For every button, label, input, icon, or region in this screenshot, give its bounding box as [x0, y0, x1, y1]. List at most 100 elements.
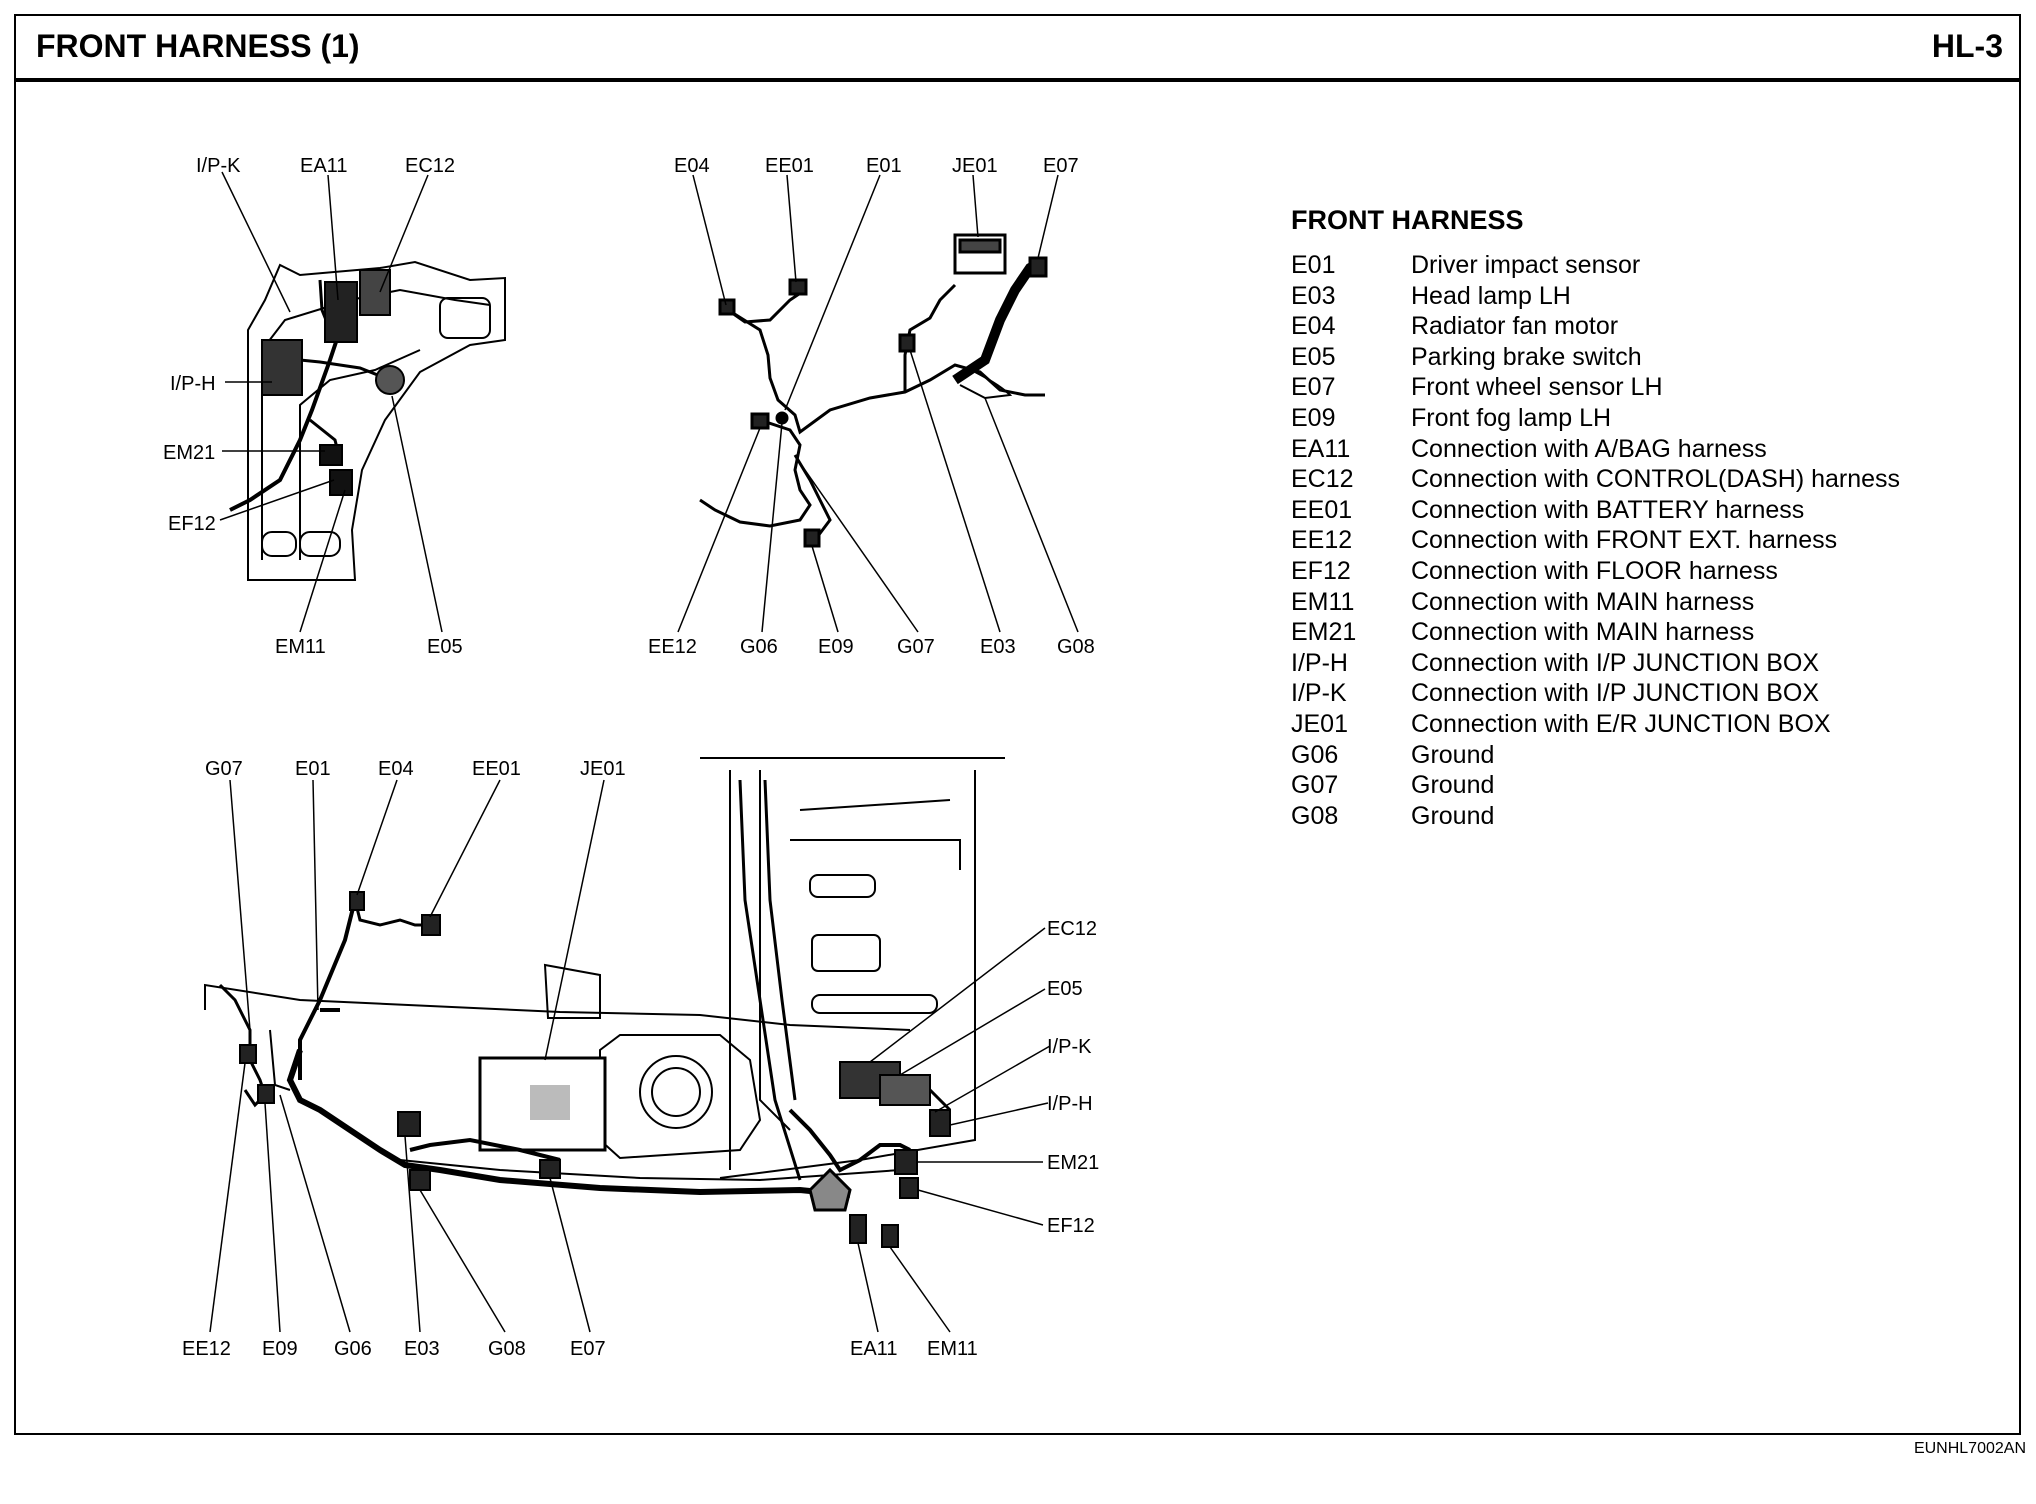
- label-je01: JE01: [952, 155, 998, 177]
- connector-em21-block: [319, 444, 343, 466]
- legend-description: Connection with MAIN harness: [1411, 618, 1755, 647]
- label-e04: E04: [674, 155, 710, 177]
- harness-3-upper: [298, 899, 357, 1080]
- diagram-1-labels: I/P-K EA11 EC12 I/P-H EM21 EF12 EM11 E05: [163, 155, 463, 658]
- connector-iph-block: [929, 1109, 951, 1137]
- connector-e07: [1028, 256, 1048, 278]
- legend-description: Connection with BATTERY harness: [1411, 495, 1805, 524]
- leader-e09: [264, 1102, 281, 1333]
- legend-row: I/P-H Connection with I/P JUNCTION BOX: [1291, 648, 1900, 679]
- dash-slot-2: [299, 531, 341, 557]
- label-e05: E05: [1047, 978, 1083, 1000]
- leader-em11: [299, 489, 346, 633]
- legend-row: EF12 Connection with FLOOR harness: [1291, 556, 1900, 587]
- connector-ea11-block: [324, 281, 358, 343]
- legend-description: Ground: [1411, 740, 1495, 769]
- legend-code: I/P-K: [1291, 679, 1347, 708]
- label-ee12: EE12: [648, 636, 697, 658]
- legend-code: I/P-H: [1291, 648, 1348, 677]
- legend-description: Connection with FLOOR harness: [1411, 556, 1778, 585]
- dash-panel-outline: [247, 260, 506, 581]
- je01-box-top: [958, 238, 1002, 254]
- connector-ec12-block: [359, 269, 391, 316]
- dash-panel-inner: [261, 288, 491, 560]
- legend-code: G08: [1291, 801, 1339, 830]
- connector-ipk-block: [879, 1074, 931, 1106]
- cowl-panel: [204, 983, 911, 1031]
- label-em21: EM21: [1047, 1152, 1099, 1174]
- legend-description: Connection with I/P JUNCTION BOX: [1411, 679, 1820, 708]
- legend-code: EF12: [1291, 556, 1351, 585]
- label-em11: EM11: [927, 1338, 978, 1360]
- legend-code: EM11: [1291, 587, 1355, 616]
- connector-ef12-block: [899, 1177, 919, 1199]
- label-je01: JE01: [580, 758, 626, 780]
- leader-ipk: [934, 1045, 1051, 1113]
- leader-e03: [909, 349, 1001, 633]
- harness-3-right: [788, 1108, 911, 1173]
- diagram-2-labels: E04 EE01 E01 JE01 E07 EE12 G06 E09 G07 E…: [648, 155, 1095, 658]
- legend-description: Front wheel sensor LH: [1411, 373, 1663, 402]
- cowl-panel-lower: [399, 1159, 901, 1182]
- connector-e03-block: [397, 1111, 421, 1137]
- legend-code: E05: [1291, 342, 1336, 371]
- label-g08: G08: [1057, 636, 1095, 658]
- legend-code: EA11: [1291, 434, 1351, 463]
- connector-e03: [898, 333, 916, 353]
- label-ipk: I/P-K: [196, 155, 241, 177]
- legend-code: G06: [1291, 740, 1339, 769]
- label-ee01: EE01: [472, 758, 521, 780]
- connector-ef12-block: [329, 469, 353, 496]
- leader-ee01: [429, 779, 501, 918]
- bracket-left: [269, 1029, 291, 1091]
- legend-code: EE01: [1291, 495, 1353, 524]
- leader-g06: [761, 422, 783, 633]
- connector-e09: [803, 528, 821, 548]
- leader-e04: [356, 779, 398, 896]
- legend-code: E03: [1291, 281, 1336, 310]
- label-ec12: EC12: [405, 155, 455, 177]
- leader-e07: [1037, 174, 1059, 259]
- leader-ipk: [221, 171, 291, 313]
- connector-ea11-block: [849, 1214, 867, 1244]
- page-header: FRONT HARNESS (1) HL-3: [16, 16, 2019, 82]
- label-em21: EM21: [163, 442, 215, 464]
- connector-ee12-block: [239, 1044, 257, 1064]
- legend-code: E01: [1291, 251, 1336, 279]
- legend-row: EE01 Connection with BATTERY harness: [1291, 495, 1900, 526]
- legend-description: Connection with I/P JUNCTION BOX: [1411, 648, 1820, 677]
- connector-iph-block: [261, 339, 303, 396]
- leader-e05: [899, 988, 1046, 1076]
- legend-description: Driver impact sensor: [1411, 251, 1641, 279]
- label-g07: G07: [205, 758, 243, 780]
- connector-em11-block: [881, 1224, 899, 1248]
- legend-row: G08 Ground: [1291, 801, 1900, 832]
- label-e09: E09: [818, 636, 854, 658]
- legend-description: Ground: [1411, 771, 1495, 800]
- label-e01: E01: [295, 758, 331, 780]
- leader-g07: [797, 459, 919, 633]
- label-ef12: EF12: [1047, 1215, 1095, 1237]
- legend-description: Ground: [1411, 801, 1495, 830]
- label-e03: E03: [980, 636, 1016, 658]
- firewall-slot-2: [811, 934, 881, 972]
- label-e07: E07: [1043, 155, 1079, 177]
- legend-code: E09: [1291, 403, 1336, 432]
- harness-3-er: [409, 1137, 561, 1162]
- diagram-3: [204, 757, 1051, 1333]
- label-e07: E07: [570, 1338, 606, 1360]
- legend-description: Radiator fan motor: [1411, 312, 1619, 341]
- legend-row: I/P-K Connection with I/P JUNCTION BOX: [1291, 678, 1900, 709]
- legend-title: FRONT HARNESS: [1291, 205, 1524, 235]
- leader-je01: [972, 174, 979, 238]
- label-em11: EM11: [275, 636, 326, 658]
- leader-ee12: [677, 427, 761, 633]
